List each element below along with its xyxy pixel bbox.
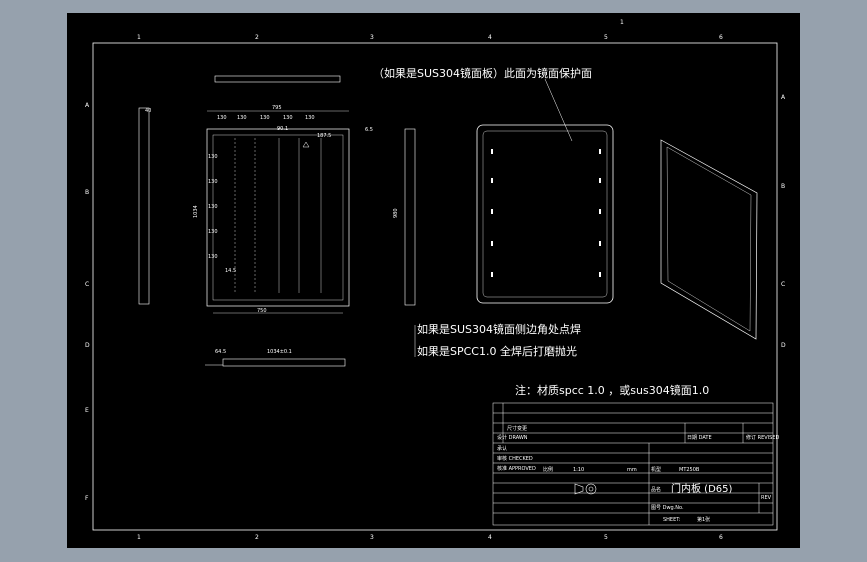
tb-scale-label: 比例 [543, 466, 553, 473]
grid-row-b: B [85, 189, 89, 196]
grid-columns-bottom: 1 2 3 4 5 6 [137, 534, 723, 541]
grid-row-c: C [85, 281, 89, 288]
tb-name-label: 品名 [651, 486, 661, 493]
grid-col-1: 1 [137, 34, 141, 41]
tb-sheet-value: 第1张 [697, 516, 710, 523]
left-side-profile [138, 107, 150, 305]
tb-revised: 修订 REVISED [746, 434, 779, 441]
front-inner [212, 134, 344, 301]
material-note: 注：材质spcc 1.0 ，或sus304镜面1.0 [515, 383, 709, 397]
isometric-view [660, 139, 758, 340]
front-view: 795 6.5 130 130 130 130 130 90.1 187.5 1… [193, 105, 373, 314]
mirror-panel-view [476, 78, 614, 304]
tb-rev: REV [761, 495, 772, 501]
front-outer [206, 128, 350, 307]
grid-row-f: F [85, 495, 89, 502]
grid-row-a: A [85, 102, 90, 109]
spcc-note: 如果是SPCC1.0 全焊后打磨抛光 [417, 344, 577, 358]
sheet-number: 1 [620, 19, 624, 26]
grid-col-4-bottom: 4 [488, 534, 492, 541]
dim-row-5: 130 [305, 115, 315, 121]
dim-row-4: 130 [283, 115, 293, 121]
grid-col-2-bottom: 2 [255, 534, 259, 541]
tb-sheet-label: SHEET: [663, 517, 681, 523]
grid-col-1-bottom: 1 [137, 534, 141, 541]
grid-col-6-bottom: 6 [719, 534, 723, 541]
tb-unit: mm [627, 467, 637, 473]
grid-columns-top: 1 2 3 4 5 6 [137, 34, 723, 41]
dim-col-5: 130 [208, 254, 218, 260]
drawing-frame [92, 42, 778, 531]
grid-col-4: 4 [488, 34, 492, 41]
dim-bottom-small: 14.5 [225, 268, 236, 274]
side-top-dim: 40 [145, 108, 151, 114]
grid-rows-left: A B C D E F [85, 102, 90, 502]
dim-col-4: 130 [208, 229, 218, 235]
tb-approved: 核准 APPROVED [497, 465, 536, 472]
grid-row-d-right: D [781, 342, 786, 349]
grid-col-5: 5 [604, 34, 608, 41]
dim-row-3: 130 [260, 115, 270, 121]
tb-checked: 审核 CHECKED [497, 455, 533, 462]
grid-col-3-bottom: 3 [370, 534, 374, 541]
tb-drawing-no: 图号 Dwg.No. [651, 505, 684, 511]
weld-note: 如果是SUS304镜面侧边角处点焊 [417, 322, 581, 336]
bottom-flat-strip: 64.5 1034±0.1 [205, 349, 346, 367]
tb-size-label: 尺寸变更 [507, 425, 527, 432]
tb-model-label: 机型 [651, 466, 661, 473]
title-block-text: 尺寸变更 设计 DRAWN 承认 审核 CHECKED 核准 APPROVED … [497, 425, 779, 523]
grid-col-2: 2 [255, 34, 259, 41]
dim-row-1: 130 [217, 115, 227, 121]
tb-model: MT250B [679, 467, 700, 473]
tb-part-name: 门内板 (D65) [671, 482, 733, 495]
dim-col-2: 130 [208, 179, 218, 185]
grid-col-6: 6 [719, 34, 723, 41]
grid-row-c-right: C [781, 281, 785, 288]
dim-flat-small: 64.5 [215, 349, 226, 355]
dim-height: 1034 [193, 205, 199, 218]
top-flat-strip [214, 75, 341, 83]
dim-top-small2: 187.5 [317, 133, 331, 139]
grid-col-3: 3 [370, 34, 374, 41]
cad-drawing: 1 1 2 3 4 5 6 1 2 3 4 5 6 A B C D E F A … [85, 19, 786, 541]
projection-symbol [574, 483, 597, 495]
right-side-profile [404, 128, 416, 306]
title-block [492, 402, 774, 526]
dim-col-3: 130 [208, 204, 218, 210]
left-spacing-dims: 130 130 130 130 130 [208, 154, 218, 260]
grid-rows-right: A B C D [781, 94, 786, 349]
tb-designer: 承认 [497, 445, 507, 452]
dim-top-small: 90.1 [277, 126, 288, 132]
dim-flat-length: 1034±0.1 [267, 349, 292, 355]
grid-row-e: E [85, 407, 89, 414]
mirror-leader-line [544, 78, 573, 142]
dim-row-2: 130 [237, 115, 247, 121]
dim-col-1: 130 [208, 154, 218, 160]
tb-date: 日期 DATE [687, 435, 712, 441]
grid-col-5-bottom: 5 [604, 534, 608, 541]
mirror-surface-note: （如果是SUS304镜面板）此面为镜面保护面 [373, 66, 592, 80]
top-spacing-dims: 130 130 130 130 130 90.1 187.5 [217, 115, 331, 139]
dim-offset: 6.5 [365, 127, 373, 133]
dim-base-width: 750 [257, 308, 267, 314]
grid-row-a-right: A [781, 94, 786, 101]
warning-icon [302, 141, 310, 148]
tb-drawn: 设计 DRAWN [497, 434, 528, 441]
hole-columns [234, 138, 322, 293]
dim-side-height: 980 [393, 208, 399, 218]
drawing-viewport[interactable]: 1 1 2 3 4 5 6 1 2 3 4 5 6 A B C D E F A … [67, 13, 800, 548]
grid-row-b-right: B [781, 183, 785, 190]
dim-overall-width: 795 [272, 105, 282, 111]
grid-row-d: D [85, 342, 90, 349]
tb-scale: 1:10 [573, 467, 584, 473]
mirror-hole-pattern [491, 149, 601, 277]
